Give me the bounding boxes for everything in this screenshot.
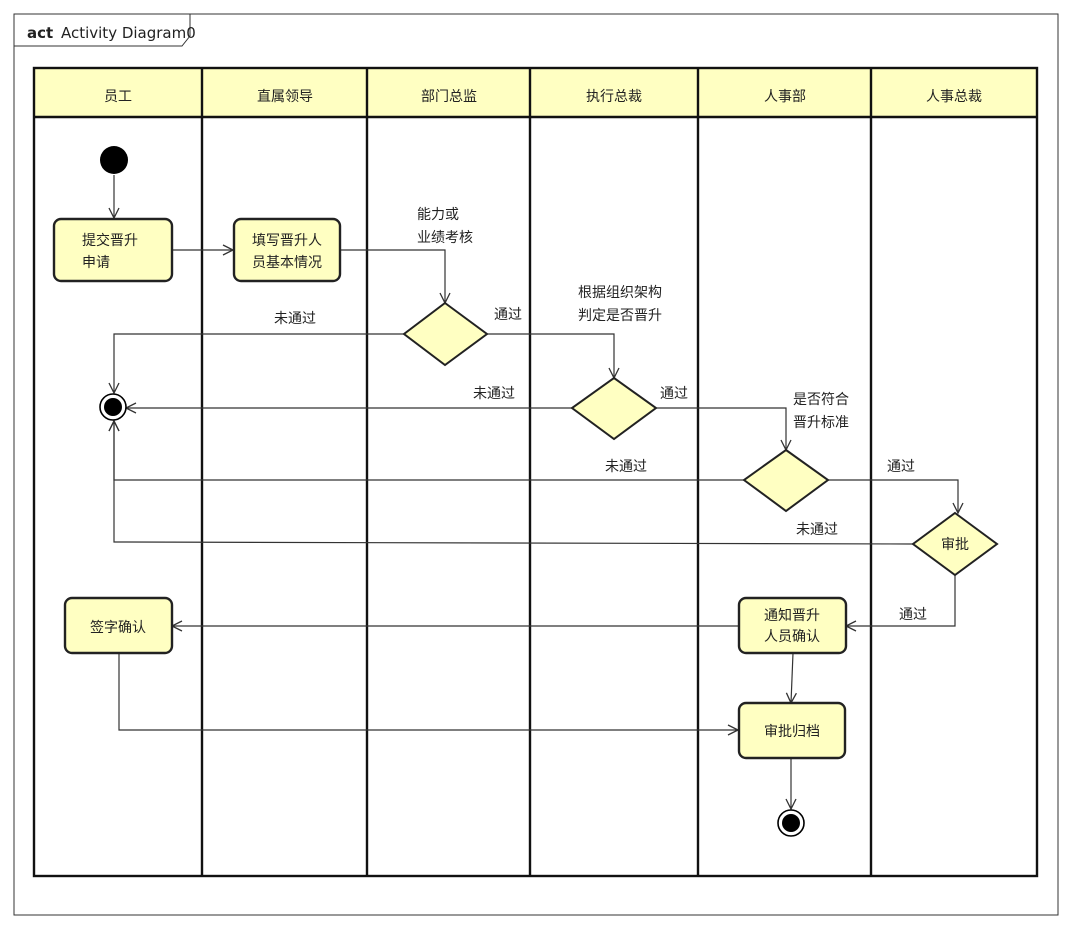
edge-d1-pass <box>487 333 614 378</box>
guard-label: 通过 <box>660 386 688 402</box>
action-label: 填写晋升人 <box>252 233 322 249</box>
action-approve-archive[interactable]: 审批归档 <box>737 701 847 760</box>
frame-title: act Activity Diagram0 <box>27 24 196 42</box>
merge-final-node <box>99 393 127 421</box>
diagram-frame <box>13 13 1059 916</box>
guard-label: 未通过 <box>796 522 838 538</box>
guard-label: 通过 <box>494 307 522 323</box>
action-notify-confirm[interactable]: 通知晋升 人员确认 <box>737 596 848 655</box>
swimlanes: 员工 直属领导 部门总监 执行总裁 人事部 人事总裁 <box>32 66 1039 878</box>
decision-note-d3: 晋升标准 <box>793 415 849 431</box>
lane-header-band <box>34 68 1037 117</box>
guard-label: 未通过 <box>473 386 515 402</box>
edge-d4-pass <box>846 575 956 626</box>
edge-d3-pass <box>828 479 958 513</box>
action-label: 提交晋升 <box>82 232 138 249</box>
action-label: 审批归档 <box>764 723 820 740</box>
edges <box>114 175 958 809</box>
action-label: 人员确认 <box>764 629 820 645</box>
initial-node <box>100 146 128 174</box>
decision-note-d1: 能力或 <box>417 207 459 223</box>
decision-note-d2: 判定是否晋升 <box>578 308 662 324</box>
decision-approval[interactable]: 审批 <box>911 511 999 577</box>
edge-fill-to-d1 <box>340 249 445 303</box>
decision-org-structure[interactable] <box>570 376 658 441</box>
lane-title-hr-president: 人事总裁 <box>926 89 982 105</box>
action-label: 员基本情况 <box>252 254 322 271</box>
decision-note-d3: 是否符合 <box>793 392 849 408</box>
guard-label: 未通过 <box>605 459 647 475</box>
guard-label: 通过 <box>899 607 927 623</box>
guard-label: 通过 <box>887 459 915 475</box>
guard-labels: 未通过 通过 未通过 通过 未通过 通过 未通过 通过 <box>274 307 927 623</box>
decision-note-d1: 业绩考核 <box>417 230 473 246</box>
edge-notify-to-archive <box>791 652 793 703</box>
edge-d2-pass <box>656 407 786 450</box>
decision-promotion-standard[interactable] <box>742 448 830 513</box>
action-submit-application[interactable]: 提交晋升 申请 <box>52 217 174 283</box>
decision-notes: 能力或 业绩考核 根据组织架构 判定是否晋升 是否符合 晋升标准 <box>417 207 849 431</box>
lane-title-ceo: 执行总裁 <box>586 89 642 105</box>
edge-d1-fail <box>114 333 404 393</box>
lane-title-direct-leader: 直属领导 <box>257 88 313 105</box>
activity-final-node <box>777 809 805 837</box>
lane-title-hr-dept: 人事部 <box>764 89 806 105</box>
edge-sign-to-archive <box>118 653 738 730</box>
decision-ability-performance[interactable] <box>402 301 489 367</box>
decision-note-d2: 根据组织架构 <box>578 285 662 301</box>
action-sign-confirm[interactable]: 签字确认 <box>63 596 174 655</box>
lane-title-employee: 员工 <box>104 89 132 105</box>
edge-d4-fail <box>114 421 914 545</box>
action-label: 签字确认 <box>90 619 146 636</box>
frame-tab <box>13 13 191 47</box>
edge-d3-fail <box>114 421 744 481</box>
action-fill-basic-info[interactable]: 填写晋升人 员基本情况 <box>232 217 342 283</box>
lanes-border <box>32 66 1039 878</box>
lane-title-dept-director: 部门总监 <box>421 89 477 105</box>
action-label: 申请 <box>82 255 110 271</box>
decision-label: 审批 <box>941 537 969 553</box>
guard-label: 未通过 <box>274 311 316 327</box>
action-label: 通知晋升 <box>764 607 820 624</box>
